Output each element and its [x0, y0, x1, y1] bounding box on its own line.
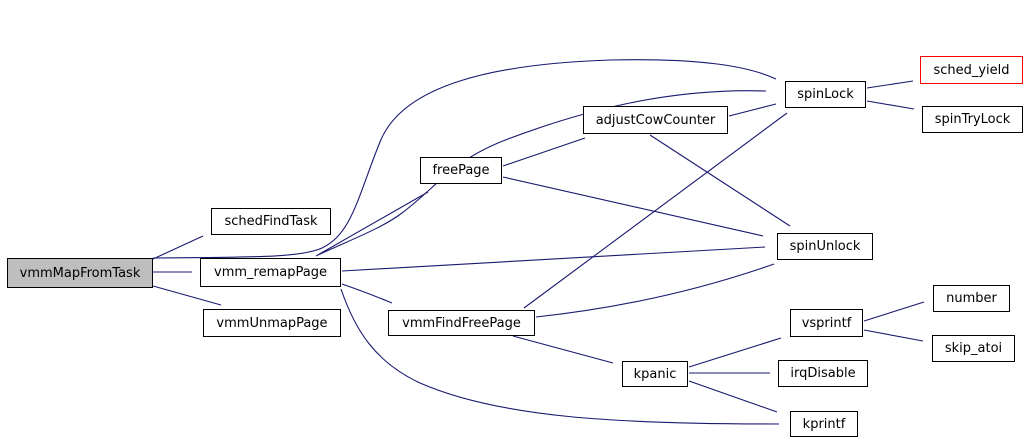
node-spinUnlock[interactable]: spinUnlock: [777, 233, 873, 260]
node-sched_yield[interactable]: sched_yield: [920, 56, 1023, 84]
edge-vmm_remapPage-to-kprintf: [340, 288, 780, 425]
node-label: adjustCowCounter: [595, 112, 716, 128]
edge-vmmFindFreePage-to-spinUnlock: [535, 263, 775, 318]
edge-kpanic-to-vsprintf: [688, 337, 782, 368]
edge-kpanic-to-kprintf: [688, 380, 778, 413]
node-label: sched_yield: [933, 62, 1010, 78]
node-label: kpanic: [633, 366, 677, 382]
node-label: spinTryLock: [934, 112, 1011, 127]
edge-freePage-to-adjustCowCounter: [502, 137, 586, 167]
node-label: spinLock: [797, 87, 854, 102]
edge-vsprintf-to-number: [863, 301, 925, 322]
edge-vsprintf-to-skip_atoi: [863, 329, 924, 342]
edge-spinLock-to-sched_yield: [866, 80, 914, 89]
node-spinLock[interactable]: spinLock: [785, 81, 866, 108]
node-label: vmm_remapPage: [214, 265, 327, 280]
node-label: irqDisable: [790, 366, 856, 381]
node-label: number: [946, 291, 997, 306]
edge-vmmFindFreePage-to-spinLock: [523, 112, 788, 309]
edge-vmmFindFreePage-to-kpanic: [512, 335, 614, 364]
node-vmmFindFreePage[interactable]: vmmFindFreePage: [388, 310, 535, 336]
node-label: freePage: [432, 163, 490, 178]
node-schedFindTask[interactable]: schedFindTask: [211, 208, 331, 235]
edge-adjustCowCounter-to-spinLock: [728, 103, 777, 117]
edge-vmm_remapPage-to-spinLock: [317, 90, 767, 256]
node-label: skip_atoi: [944, 341, 1003, 356]
node-kprintf[interactable]: kprintf: [790, 411, 858, 437]
edge-vmm_remapPage-to-spinUnlock: [341, 246, 766, 272]
node-number[interactable]: number: [933, 285, 1010, 312]
node-label: vmmUnmapPage: [216, 315, 328, 331]
node-vsprintf[interactable]: vsprintf: [790, 309, 863, 337]
node-label: vsprintf: [801, 315, 852, 331]
edge-spinLock-to-spinTryLock: [866, 100, 915, 110]
node-kpanic[interactable]: kpanic: [622, 361, 688, 387]
edge-adjustCowCounter-to-spinUnlock: [649, 134, 791, 227]
edge-vmmMapFromTask-to-spinLock: [152, 59, 777, 259]
edge-vmmMapFromTask-to-schedFindTask: [152, 235, 204, 260]
node-label: kprintf: [802, 416, 846, 432]
edge-freePage-to-spinUnlock: [502, 176, 764, 237]
node-label: schedFindTask: [224, 214, 318, 229]
node-skip_atoi[interactable]: skip_atoi: [932, 335, 1015, 362]
node-irqDisable[interactable]: irqDisable: [778, 360, 868, 387]
edge-vmmMapFromTask-to-vmmUnmapPage: [152, 285, 222, 306]
node-freePage[interactable]: freePage: [420, 157, 502, 184]
node-vmmMapFromTask: vmmMapFromTask: [7, 258, 153, 288]
node-label: vmmFindFreePage: [402, 315, 521, 331]
node-spinTryLock[interactable]: spinTryLock: [922, 106, 1023, 133]
node-vmm_remapPage[interactable]: vmm_remapPage: [200, 258, 341, 287]
node-adjustCowCounter[interactable]: adjustCowCounter: [583, 106, 728, 134]
node-vmmUnmapPage[interactable]: vmmUnmapPage: [203, 309, 341, 337]
node-label: spinUnlock: [789, 239, 861, 254]
edge-vmm_remapPage-to-vmmFindFreePage: [341, 283, 393, 304]
node-label: vmmMapFromTask: [19, 265, 141, 281]
edge-vmm_remapPage-to-freePage: [315, 191, 429, 257]
